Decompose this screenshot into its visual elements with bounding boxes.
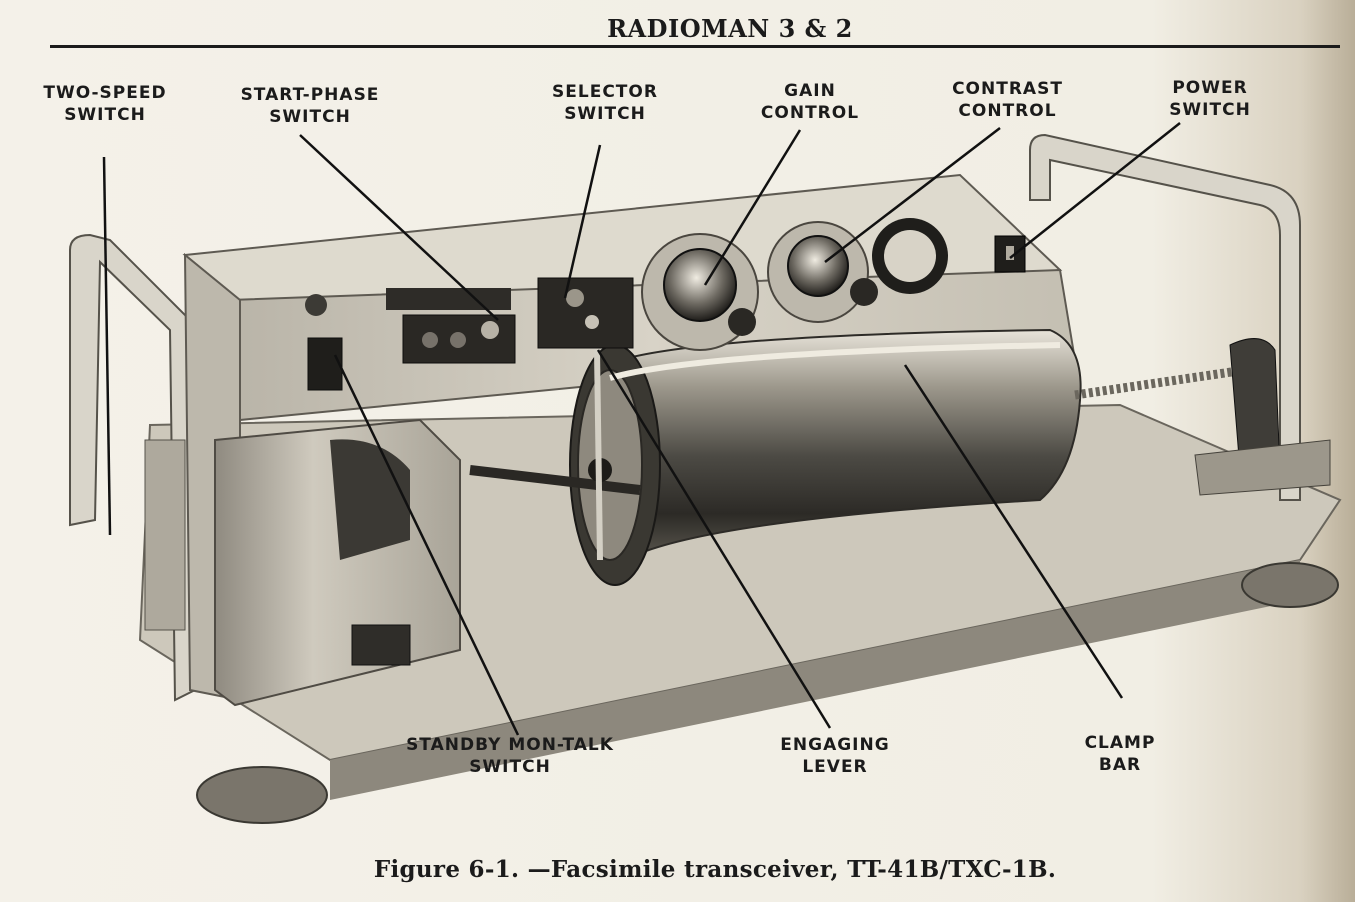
gain-knob	[663, 248, 737, 322]
label-clamp-bar: CLAMP BAR	[1084, 733, 1156, 775]
selector-switch-panel	[537, 277, 634, 349]
right-foot	[1241, 562, 1339, 608]
leader-power	[1009, 122, 1181, 259]
side-slot-panel	[144, 439, 186, 631]
leader-contrast	[824, 127, 1001, 263]
lead-screw	[1074, 365, 1246, 400]
label-selector-switch: SELECTOR SWITCH	[552, 82, 658, 124]
left-handle	[69, 233, 197, 702]
label-power-switch: POWER SWITCH	[1169, 78, 1251, 120]
front-foot	[196, 766, 328, 824]
meter-face	[884, 230, 936, 282]
figure-caption: Figure 6-1. —Facsimile transceiver, TT-4…	[373, 856, 1057, 883]
running-head: RADIOMAN 3 & 2	[607, 14, 853, 43]
leader-two-speed	[102, 156, 112, 536]
label-contrast-control: CONTRAST CONTROL	[952, 79, 1063, 121]
bracket-base	[1194, 439, 1331, 496]
pilot-lamp	[305, 294, 327, 316]
leader-start-phase	[299, 134, 499, 321]
leader-gain	[703, 129, 802, 286]
right-handle	[1029, 133, 1301, 501]
label-start-phase-switch: START-PHASE SWITCH	[240, 85, 380, 127]
clamp-bar-strip	[609, 342, 1061, 381]
header-rule	[50, 45, 1340, 48]
leader-clamp	[903, 364, 1124, 699]
leader-engaging	[596, 349, 832, 729]
label-gain-control: GAIN CONTROL	[760, 81, 860, 123]
leader-standby	[333, 354, 520, 736]
label-engaging-lever: ENGAGING LEVER	[780, 735, 890, 777]
leader-lines	[102, 122, 1181, 736]
drum	[603, 328, 1082, 562]
engaging-lever-arm	[594, 349, 603, 561]
standby-switch-body	[307, 337, 343, 391]
contrast-knob	[787, 235, 849, 297]
drum-shaft	[469, 465, 641, 495]
name-plate	[386, 288, 511, 310]
motor-plate	[351, 624, 411, 666]
label-standby-mon-talk-switch: STANDBY MON-TALK SWITCH	[406, 735, 614, 777]
leader-selector	[563, 144, 602, 299]
label-two-speed-switch: TWO-SPEED SWITCH	[43, 83, 167, 125]
base-plate-edge	[330, 560, 1300, 800]
